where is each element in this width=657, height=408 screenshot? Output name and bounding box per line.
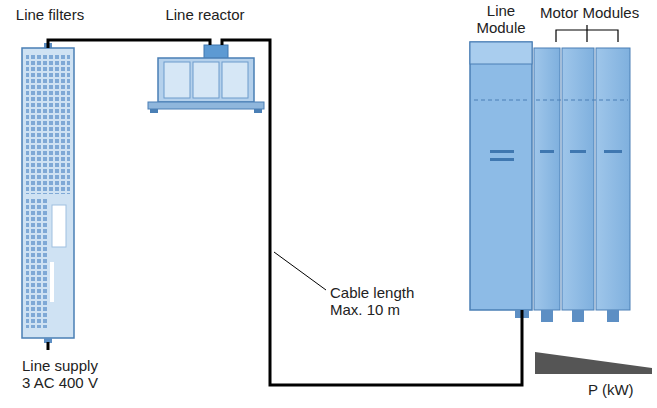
device-node: Line Module xyxy=(470,42,532,310)
power-label: P (kW) xyxy=(588,381,648,398)
device-label: Line Module xyxy=(464,2,538,37)
group-label: Motor Modules xyxy=(540,4,650,21)
device-node: Line reactor xyxy=(150,45,262,109)
leader-line xyxy=(274,252,326,290)
device-label: Line reactor xyxy=(145,6,265,23)
cable xyxy=(222,40,522,385)
supply-label: Line supply 3 AC 400 V xyxy=(22,357,106,392)
device-label: Line filters xyxy=(5,6,95,23)
cable-note: Cable length Max. 10 m xyxy=(330,284,426,319)
device-node: Line filters xyxy=(22,48,74,338)
power-wedge xyxy=(535,352,652,374)
cable xyxy=(48,40,210,48)
drive-lineup xyxy=(470,42,630,322)
line-reactor xyxy=(148,45,264,113)
bracket xyxy=(556,25,618,42)
line-filter xyxy=(22,43,74,343)
supply-wire xyxy=(47,342,50,350)
